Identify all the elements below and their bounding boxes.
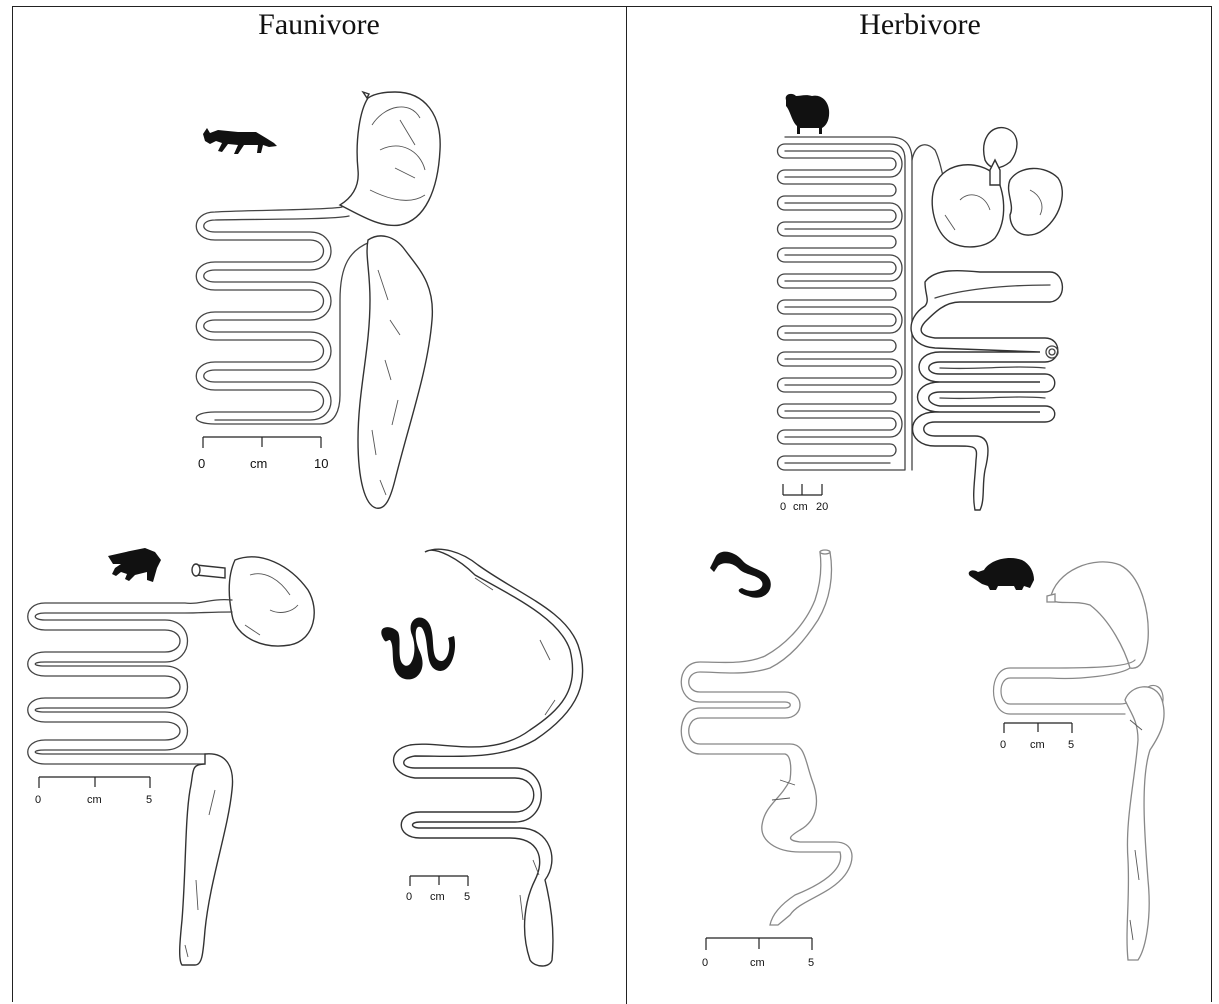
tortoise-silhouette-icon bbox=[969, 558, 1034, 590]
cat-stomach bbox=[340, 92, 440, 225]
tortoise-large-intestine bbox=[1125, 687, 1164, 960]
cat-silhouette-icon bbox=[203, 128, 277, 154]
crocodile-panel: 0 cm 5 bbox=[28, 548, 314, 965]
sheep-panel: 0 cm 20 bbox=[778, 94, 1063, 513]
lizard-panel: 0 cm 5 bbox=[681, 550, 852, 969]
snake-scale-start: 0 bbox=[406, 891, 412, 903]
crocodile-silhouette-icon bbox=[108, 548, 161, 582]
crocodile-scale-end: 5 bbox=[146, 794, 152, 806]
crocodile-small-intestine bbox=[28, 600, 232, 764]
crocodile-stomach bbox=[229, 557, 314, 646]
lizard-scale-end: 5 bbox=[808, 957, 814, 969]
cat-scale-unit: cm bbox=[250, 456, 267, 471]
cat-scale-end: 10 bbox=[314, 456, 328, 471]
sheep-scale-end: 20 bbox=[816, 501, 828, 513]
crocodile-scale-unit: cm bbox=[87, 794, 102, 806]
snake-digestive-tract bbox=[394, 549, 583, 966]
lizard-scale-unit: cm bbox=[750, 957, 765, 969]
lizard-scale-start: 0 bbox=[702, 957, 708, 969]
tortoise-scale-start: 0 bbox=[1000, 739, 1006, 751]
sheep-scale-start: 0 bbox=[780, 501, 786, 513]
sheep-silhouette-icon bbox=[786, 94, 829, 134]
cat-small-intestine bbox=[196, 207, 370, 424]
tortoise-stomach bbox=[1050, 562, 1148, 668]
crocodile-scale-start: 0 bbox=[35, 794, 41, 806]
sheep-scale-unit: cm bbox=[793, 501, 808, 513]
lizard-digestive-tract bbox=[681, 552, 852, 925]
tortoise-scale-end: 5 bbox=[1068, 739, 1074, 751]
cat-large-intestine bbox=[358, 236, 432, 508]
snake-scale-end: 5 bbox=[464, 891, 470, 903]
lizard-silhouette-icon bbox=[710, 552, 771, 598]
tortoise-scale-unit: cm bbox=[1030, 739, 1045, 751]
cat-panel: 0 cm 10 bbox=[196, 92, 440, 508]
tortoise-panel: 0 cm 5 bbox=[969, 558, 1164, 960]
crocodile-large-intestine bbox=[180, 754, 233, 965]
snake-panel: 0 cm 5 bbox=[381, 549, 582, 966]
sheep-large-intestine bbox=[911, 271, 1062, 510]
cat-scale-start: 0 bbox=[198, 456, 205, 471]
snake-scale-unit: cm bbox=[430, 891, 445, 903]
snake-silhouette-icon bbox=[381, 618, 455, 680]
